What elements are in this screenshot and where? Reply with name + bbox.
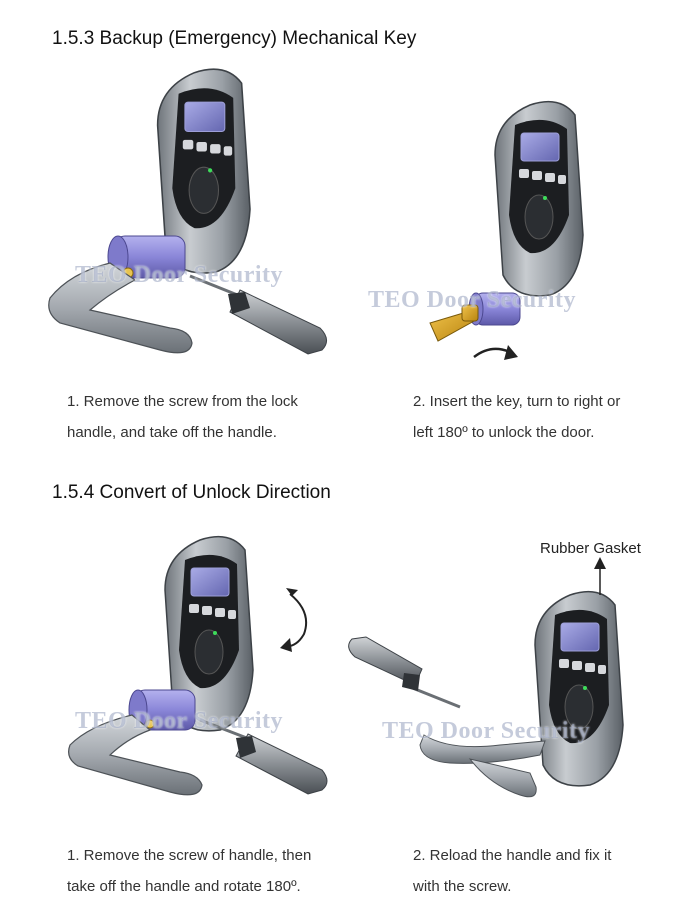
- figure-reload-handle: [348, 557, 624, 798]
- figure-rotate-handle: [68, 535, 328, 796]
- caption-line: left 180º to unlock the door.: [413, 424, 595, 441]
- watermark-1: TEO Door Security: [75, 262, 284, 288]
- section-title-unlock-direction: 1.5.4 Convert of Unlock Direction: [52, 482, 331, 503]
- watermark-3: TEO Door Security: [75, 708, 284, 734]
- caption-step-1-direction: 1. Remove the screw of handle, then take…: [67, 840, 311, 902]
- watermark-2: TEO Door Security: [368, 287, 577, 313]
- caption-line: 2. Insert the key, turn to right or: [413, 393, 621, 410]
- caption-line: take off the handle and rotate 180º.: [67, 878, 301, 895]
- caption-step-2-backup: 2. Insert the key, turn to right or left…: [413, 386, 620, 448]
- figure-remove-handle-screw: [48, 68, 327, 355]
- caption-line: 2. Reload the handle and fix it: [413, 847, 612, 864]
- caption-line: handle, and take off the handle.: [67, 424, 277, 441]
- watermark-4: TEO Door Security: [382, 718, 591, 744]
- caption-step-1-backup: 1. Remove the screw from the lock handle…: [67, 386, 298, 448]
- caption-line: with the screw.: [413, 878, 512, 895]
- caption-line: 1. Remove the screw of handle, then: [67, 847, 312, 864]
- caption-step-2-direction: 2. Reload the handle and fix it with the…: [413, 840, 611, 902]
- section-title-backup-key: 1.5.3 Backup (Emergency) Mechanical Key: [52, 28, 417, 49]
- figure-insert-key: [429, 100, 584, 360]
- rubber-gasket-label: Rubber Gasket: [540, 540, 641, 557]
- caption-line: 1. Remove the screw from the lock: [67, 393, 298, 410]
